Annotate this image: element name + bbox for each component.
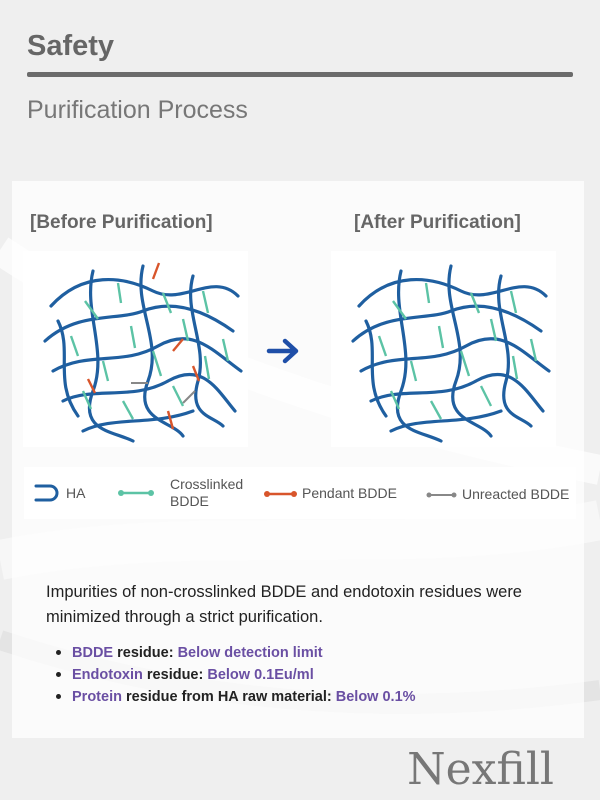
page-title: Safety (27, 30, 115, 62)
list-item-endotoxin: Endotoxin residue: Below 0.1Eu/ml (56, 664, 416, 686)
crosslinked-bdde-icon (118, 490, 154, 496)
pendant-bdde-icon (264, 490, 297, 497)
legend-ha-label: HA (66, 484, 86, 501)
unreacted-bdde (131, 382, 196, 404)
legend-pendant-label: Pendant BDDE (302, 485, 397, 501)
legend-unreacted-label: Unreacted BDDE (462, 486, 570, 502)
crosslinked-bdde (377, 282, 538, 420)
unreacted-bdde-icon (426, 492, 457, 497)
ha-chain-icon (34, 484, 59, 502)
description-text: Impurities of non-crosslinked BDDE and e… (46, 583, 522, 626)
legend-pendant: Pendant BDDE (264, 485, 397, 502)
legend-ha: HA (32, 483, 85, 503)
brand-logo: Nexfill (407, 744, 554, 795)
legend-crosslinked: Crosslinked BDDE (118, 476, 243, 510)
pendant-bdde (86, 262, 201, 430)
after-network-diagram (331, 251, 556, 447)
legend-crosslinked-label: Crosslinked BDDE (170, 476, 244, 509)
ha-chains (351, 264, 551, 443)
ha-chains (43, 264, 243, 443)
legend-unreacted: Unreacted BDDE (426, 486, 569, 503)
arrow-right-icon (265, 336, 303, 366)
before-network-diagram (23, 251, 248, 447)
list-item-protein: Protein residue from HA raw material: Be… (56, 686, 416, 708)
after-purification-label: [After Purification] (354, 212, 521, 233)
diagram-legend: HA Crosslinked BDDE Pendant BDDE Unreact… (24, 467, 576, 519)
page-subtitle: Purification Process (27, 96, 248, 124)
residue-list: BDDE residue: Below detection limit Endo… (56, 642, 416, 708)
title-divider (27, 72, 573, 77)
list-item-bdde: BDDE residue: Below detection limit (56, 642, 416, 664)
crosslinked-bdde (69, 282, 230, 420)
before-purification-label: [Before Purification] (30, 212, 213, 233)
